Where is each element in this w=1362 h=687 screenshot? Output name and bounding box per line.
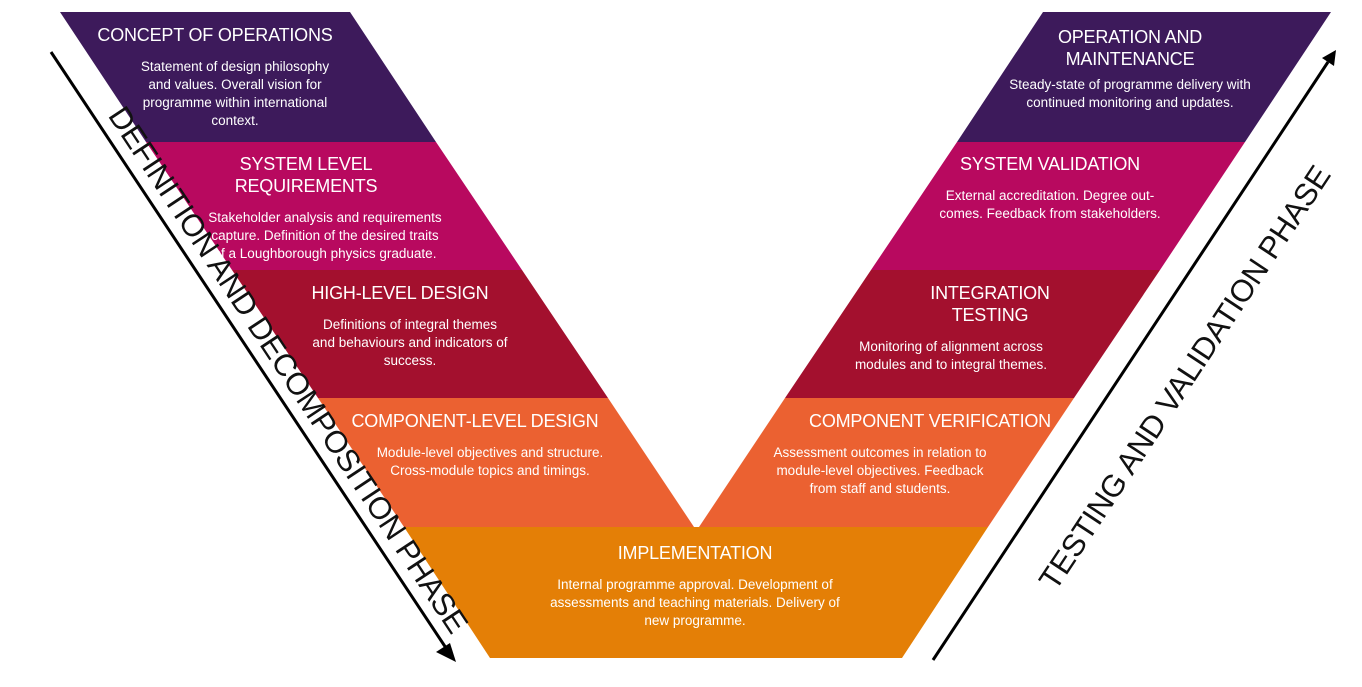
testing-phase-arrowhead bbox=[1322, 50, 1336, 66]
stage-title: SYSTEM VALIDATION bbox=[960, 154, 1140, 174]
stage-system-level-requirements: SYSTEM LEVEL REQUIREMENTS Stakeholder an… bbox=[170, 153, 442, 263]
stage-title: OPERATION AND MAINTENANCE bbox=[1057, 27, 1203, 69]
band-integration-testing bbox=[785, 270, 1160, 398]
stage-concept-of-operations: CONCEPT OF OPERATIONS Statement of desig… bbox=[90, 24, 340, 130]
band-concept-of-operations bbox=[60, 12, 436, 142]
band-system-validation bbox=[871, 142, 1245, 270]
stage-system-validation: SYSTEM VALIDATION External accreditation… bbox=[930, 153, 1170, 223]
band-system-level-requirements bbox=[146, 142, 522, 270]
band-high-level-design bbox=[232, 270, 608, 398]
stage-title: HIGH-LEVEL DESIGN bbox=[311, 283, 489, 303]
stage-component-level-design: COMPONENT-LEVEL DESIGN Module-level obje… bbox=[345, 410, 605, 480]
stage-title: CONCEPT OF OPERATIONS bbox=[97, 25, 333, 45]
definition-phase-arrowhead bbox=[436, 643, 456, 662]
band-implementation bbox=[404, 527, 988, 658]
band-component-verification bbox=[699, 398, 1074, 527]
stage-description: Internal programme approval. Development… bbox=[550, 577, 840, 628]
stage-description: Monitoring of alignment across modules a… bbox=[854, 339, 1048, 372]
band-operation-and-maintenance bbox=[957, 12, 1331, 142]
stage-integration-testing: INTEGRATION TESTING Monitoring of alignm… bbox=[840, 282, 1080, 374]
stage-title: COMPONENT VERIFICATION bbox=[809, 411, 1051, 431]
stage-description: Module-level objectives and structure. C… bbox=[376, 445, 604, 478]
stage-implementation: IMPLEMENTATION Internal programme approv… bbox=[545, 542, 845, 630]
stage-title: COMPONENT-LEVEL DESIGN bbox=[351, 411, 599, 431]
testing-phase-arrow bbox=[931, 61, 1330, 661]
stage-description: External accreditation. Degree out-comes… bbox=[939, 188, 1161, 221]
stage-component-verification: COMPONENT VERIFICATION Assessment outcom… bbox=[760, 410, 1060, 498]
stage-operation-and-maintenance: OPERATION AND MAINTENANCE Steady-state o… bbox=[990, 26, 1270, 112]
stage-description: Statement of design philosophy and value… bbox=[140, 59, 330, 128]
stage-high-level-design: HIGH-LEVEL DESIGN Definitions of integra… bbox=[290, 282, 510, 370]
stage-description: Steady-state of programme delivery with … bbox=[1009, 77, 1251, 110]
stage-description: Definitions of integral themes and behav… bbox=[312, 317, 508, 368]
definition-phase-arrow bbox=[49, 51, 450, 652]
band-component-level-design bbox=[318, 398, 694, 527]
stage-description: Stakeholder analysis and requirements ca… bbox=[208, 210, 442, 261]
stage-description: Assessment outcomes in relation to modul… bbox=[773, 445, 987, 496]
stage-title: SYSTEM LEVEL REQUIREMENTS bbox=[234, 154, 378, 196]
stage-title: INTEGRATION TESTING bbox=[930, 283, 1050, 325]
stage-title: IMPLEMENTATION bbox=[617, 543, 773, 563]
